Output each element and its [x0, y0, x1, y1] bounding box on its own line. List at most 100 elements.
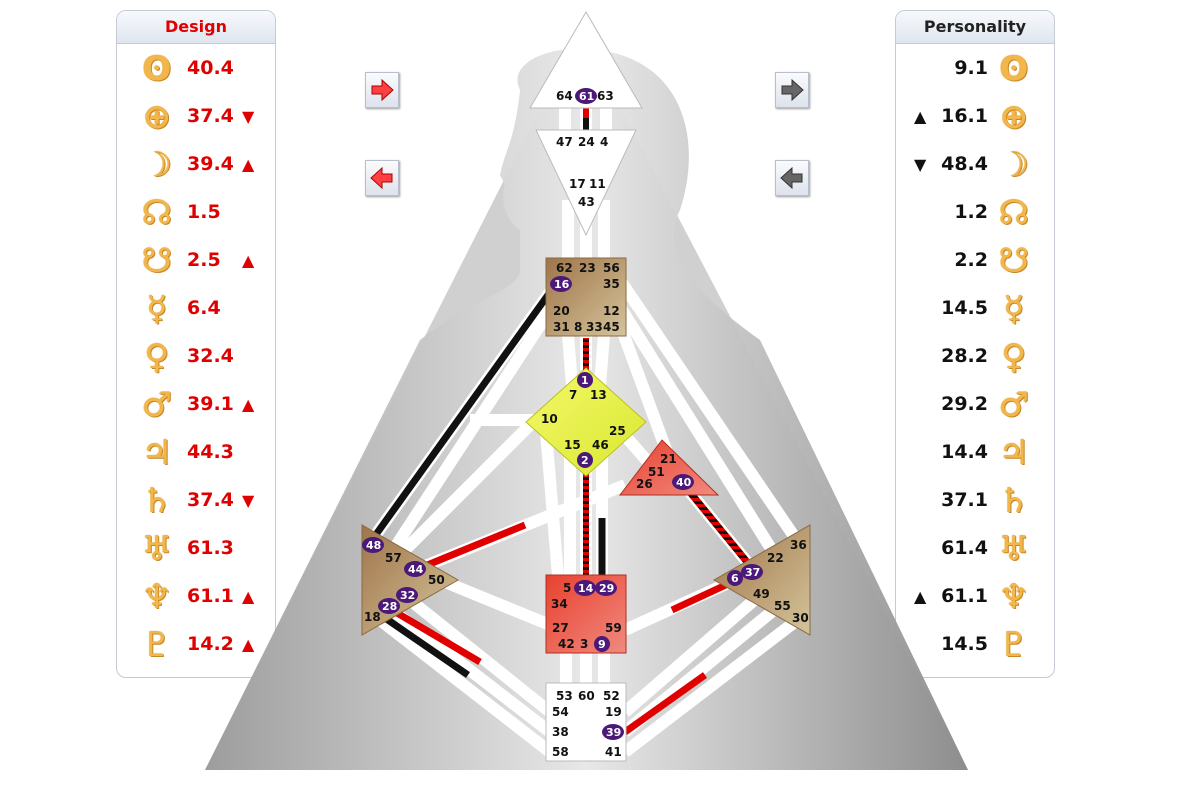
sacral-center: [545, 574, 627, 654]
body-silhouette: [205, 48, 968, 771]
personality-row-venus: ♀28.2: [896, 333, 1054, 381]
personality-row-uranus: ♅61.4: [896, 525, 1054, 573]
spleen-center: [361, 524, 460, 636]
gate-62: 62: [556, 261, 573, 275]
north-node-icon: ☊: [141, 193, 173, 233]
personality-arrow-moon: ▼: [914, 155, 927, 174]
design-arrow-pluto: ▲: [242, 635, 255, 654]
design-value-neptune: 61.1: [187, 585, 234, 607]
personality-value-sun: 9.1: [954, 57, 988, 79]
saturn-icon: ♄: [141, 481, 173, 521]
design-row-saturn: ♄37.4▼: [117, 477, 275, 525]
design-row-earth: ⊕37.4▼: [117, 93, 275, 141]
personality-row-mars: ♂29.2: [896, 381, 1054, 429]
gate-5: 5: [563, 581, 571, 595]
gate-37-marker: [741, 564, 763, 580]
arrow-right-icon: [781, 78, 804, 102]
personality-value-mercury: 14.5: [941, 297, 988, 319]
gate-28: 28: [382, 600, 397, 613]
gate-31: 31: [553, 320, 570, 334]
arrow-right-icon: [371, 78, 394, 102]
channel-50-27: [437, 574, 553, 631]
gate-61-marker: [575, 88, 597, 104]
gate-14: 14: [578, 582, 594, 595]
heart-center: [618, 439, 720, 496]
channel-10-57: [395, 415, 540, 560]
design-row-pluto: ♇14.2▲: [117, 621, 275, 669]
personality-arrow-neptune: ▲: [914, 587, 927, 606]
personality-value-saturn: 37.1: [941, 489, 988, 511]
design-row-moon: ☽39.4▲: [117, 141, 275, 189]
gate-44-marker: [404, 561, 426, 577]
gate-39-marker: [602, 724, 624, 740]
south-node-icon: ☋: [141, 241, 173, 281]
gate-4: 4: [600, 135, 608, 149]
solar-plexus-center: [712, 524, 811, 636]
design-value-jupiter: 44.3: [187, 441, 234, 463]
personality-arrow-earth: ▲: [914, 107, 927, 126]
neptune-icon: ♆: [998, 577, 1030, 617]
gate-32-marker: [396, 587, 418, 603]
personality-value-mars: 29.2: [941, 393, 988, 415]
personality-panel-title: Personality: [896, 11, 1054, 44]
design-prev-button[interactable]: [365, 160, 399, 196]
gate-6-label: 6: [731, 572, 739, 585]
gate-11: 11: [589, 177, 606, 191]
south-node-icon: ☋: [998, 241, 1030, 281]
design-arrow-mars: ▲: [242, 395, 255, 414]
gate-56: 56: [603, 261, 620, 275]
channel-16-48: [367, 281, 560, 544]
personality-row-neptune: ♆ 61.1 ▲: [896, 573, 1054, 621]
moon-icon: ☽: [998, 145, 1030, 185]
channel-18-58: [376, 615, 554, 757]
activation-39: [622, 672, 708, 735]
personality-value-pluto: 14.5: [941, 633, 988, 655]
design-value-south-node: 2.5: [187, 249, 221, 271]
design-arrow-moon: ▲: [242, 155, 255, 174]
personality-value-venus: 28.2: [941, 345, 988, 367]
personality-row-south-node: ☋2.2: [896, 237, 1054, 285]
root-center: [545, 682, 627, 762]
personality-row-earth: ⊕16.1▲: [896, 93, 1054, 141]
design-row-mercury: ☿6.4: [117, 285, 275, 333]
gate-9: 9: [598, 638, 606, 651]
personality-next-button[interactable]: [775, 72, 809, 108]
gate-42: 42: [558, 637, 575, 651]
gate-1: 1: [581, 374, 589, 387]
gate-18: 18: [364, 610, 381, 624]
design-panel-title: Design: [117, 11, 275, 44]
channel-31-7: [562, 334, 578, 386]
g-center: [525, 367, 647, 477]
gate-16-marker: [550, 276, 572, 292]
activation-28: [390, 606, 482, 666]
personality-row-mercury: ☿14.5: [896, 285, 1054, 333]
gate-15: 15: [564, 438, 581, 452]
saturn-icon: ♄: [998, 481, 1030, 521]
gate-19: 19: [605, 705, 622, 719]
gate-33: 33: [586, 320, 603, 334]
channel-26-44: [417, 479, 628, 574]
gate-21: 21: [660, 452, 677, 466]
gate-27: 27: [552, 621, 569, 635]
personality-row-sun: ʘ 9.1: [896, 45, 1054, 93]
gate-50: 50: [428, 573, 445, 587]
channel-20-57: [384, 306, 556, 559]
design-row-mars: ♂39.1▲: [117, 381, 275, 429]
sun-icon: ʘ: [142, 49, 172, 89]
personality-row-north-node: ☊1.2: [896, 189, 1054, 237]
gate-10: 10: [541, 412, 558, 426]
gate-39: 39: [606, 726, 621, 739]
personality-value-uranus: 61.4: [941, 537, 988, 559]
personality-prev-button[interactable]: [775, 160, 809, 196]
design-next-button[interactable]: [365, 72, 399, 108]
personality-value-jupiter: 14.4: [941, 441, 988, 463]
personality-row-saturn: ♄ 37.1: [896, 477, 1054, 525]
activation-16-48: [369, 285, 556, 543]
pluto-icon: ♇: [998, 625, 1030, 665]
design-row-uranus: ♅61.3: [117, 525, 275, 573]
design-value-saturn: 37.4: [187, 489, 234, 511]
sun-icon: ʘ: [999, 49, 1029, 89]
design-value-mercury: 6.4: [187, 297, 221, 319]
personality-value-neptune: 61.1: [941, 585, 988, 607]
